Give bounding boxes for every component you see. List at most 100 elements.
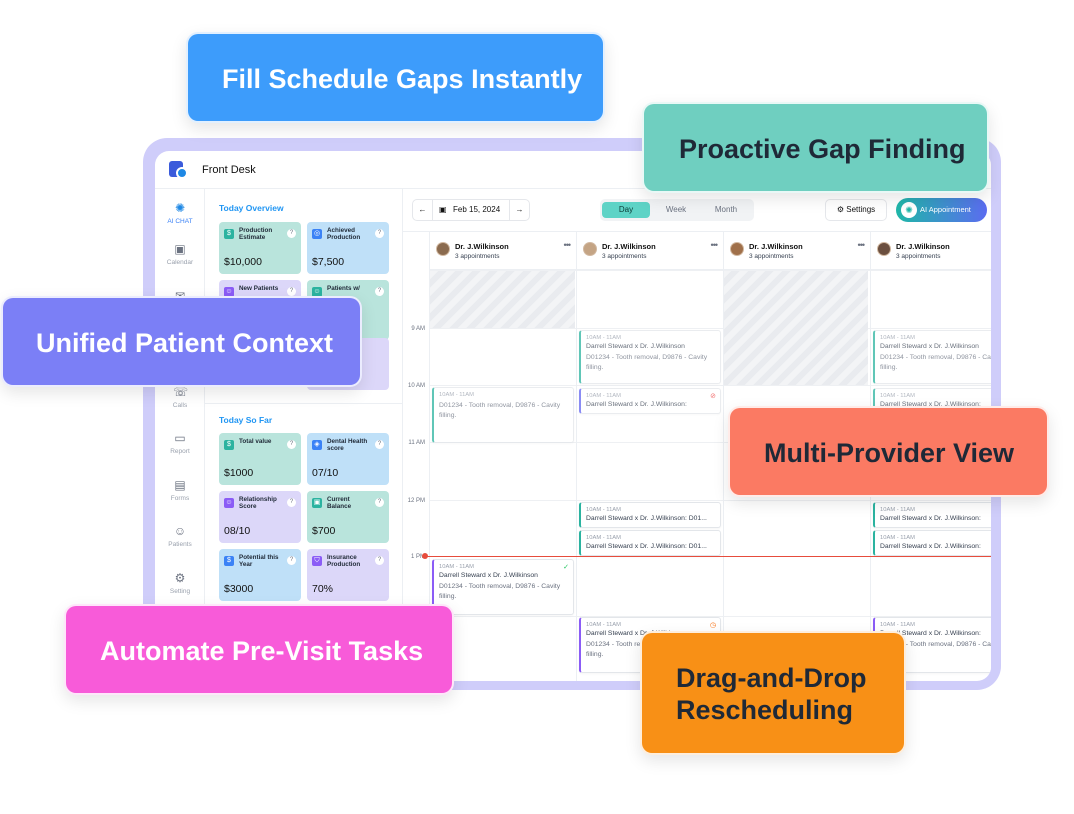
hour-line (429, 616, 991, 617)
dollar-icon: $ (224, 556, 234, 566)
nav-ai-chat[interactable]: ✺AI CHAT (155, 201, 205, 225)
view-week[interactable]: Week (665, 205, 687, 214)
stat-label: Achieved Production (327, 227, 361, 242)
more-icon[interactable]: ••• (857, 240, 866, 250)
stat-card[interactable]: $Production Estimate?$10,000 (219, 222, 301, 274)
appt-time: 10AM - 11AM (880, 507, 916, 513)
nav-forms[interactable]: ▤Forms (155, 478, 205, 502)
stat-card[interactable]: $Total value?$1000 (219, 433, 301, 485)
current-time-dot (422, 553, 428, 559)
view-month[interactable]: Month (714, 205, 738, 214)
stat-label: Potential this Year (239, 554, 279, 569)
help-icon[interactable]: ? (375, 556, 384, 565)
hour-line (429, 442, 991, 443)
help-icon[interactable]: ? (287, 556, 296, 565)
date-label[interactable]: Feb 15, 2024 (453, 205, 501, 214)
provider-name: Dr. J.Wilkinson (602, 242, 656, 251)
view-day[interactable]: Day (602, 202, 650, 218)
blocked-slot (723, 271, 868, 385)
time-label: 9 AM (411, 326, 425, 332)
stat-card[interactable]: ▣Current Balance?$700 (307, 491, 389, 543)
view-switcher: Day Week Month (600, 199, 754, 221)
stat-card[interactable]: $Potential this Year?$3000 (219, 549, 301, 601)
appt-time: 10AM - 11AM (586, 393, 622, 399)
appt-title: Darrell Steward x Dr. J.Wilkinson (586, 343, 685, 350)
stat-card[interactable]: ◎Achieved Production?$7,500 (307, 222, 389, 274)
time-column: 9 AM 10 AM 11 AM 12 PM 1 PM (403, 232, 429, 681)
nav-patients[interactable]: ☺Patients (155, 524, 205, 548)
avatar (436, 242, 450, 256)
callout-text: Multi-Provider View (764, 438, 1015, 468)
front-desk-logo-icon (169, 161, 189, 181)
nav-report[interactable]: ▭Report (155, 431, 205, 455)
more-icon[interactable]: ••• (710, 240, 719, 250)
provider-name: Dr. J.Wilkinson (455, 242, 509, 251)
gear-icon: ⚙ (836, 205, 847, 214)
ai-appointment-button[interactable]: ✺AI Appointment (896, 198, 987, 222)
appt-time: 10AM - 11AM (439, 564, 475, 570)
stat-card[interactable]: ⛉Insurance Production?70% (307, 549, 389, 601)
today-overview-title: Today Overview (219, 203, 284, 213)
stat-value: 70% (312, 583, 334, 595)
help-icon[interactable]: ? (287, 440, 296, 449)
appt-time: 10AM - 11AM (586, 622, 622, 628)
stat-label: Current Balance (327, 496, 352, 511)
clock-icon: ◷ (709, 622, 716, 629)
help-icon[interactable]: ? (375, 287, 384, 296)
calendar-icon: ▣ (439, 205, 447, 214)
appt-title: Darrell Steward x Dr. J.Wilkinson: (880, 401, 981, 408)
avatar (877, 242, 891, 256)
appt-time: 10AM - 11AM (880, 393, 916, 399)
provider-name: Dr. J.Wilkinson (749, 242, 803, 251)
smile-icon: ☺ (224, 498, 234, 508)
appt-title: Darrell Steward x Dr. J.Wilkinson: D01..… (586, 515, 707, 522)
help-icon[interactable]: ? (287, 287, 296, 296)
help-icon[interactable]: ? (287, 498, 296, 507)
appt-detail: D01234 - Tooth removal, D9876 - Cavity f… (880, 354, 991, 371)
hour-line (429, 385, 991, 386)
time-label: 10 AM (407, 383, 425, 389)
stat-card[interactable]: ◈Dental Health score?07/10 (307, 433, 389, 485)
nav-setting[interactable]: ⚙Setting (155, 571, 205, 595)
more-icon[interactable]: ••• (563, 240, 572, 250)
prev-day-button[interactable]: ← (413, 200, 433, 220)
appt-title: Darrell Steward x Dr. J.Wilkinson (880, 343, 979, 350)
next-day-button[interactable]: → (509, 200, 529, 220)
help-icon[interactable]: ? (375, 229, 384, 238)
stat-label: Total value (239, 438, 272, 445)
ai-chat-icon: ✺ (174, 201, 186, 215)
stat-card[interactable]: ☺Relationship Score?08/10 (219, 491, 301, 543)
help-icon[interactable]: ? (287, 229, 296, 238)
appt-detail: D01234 - Tooth removal, D9876 - Cavity f… (586, 354, 708, 371)
nav-calendar[interactable]: ▣Calendar (155, 242, 205, 266)
help-icon[interactable]: ? (375, 440, 384, 449)
nav-calls[interactable]: ☏Calls (155, 385, 205, 409)
date-navigator: ← ▣ Feb 15, 2024 → (412, 199, 530, 221)
callout-text: Unified Patient Context (36, 328, 334, 358)
help-icon[interactable]: ? (375, 498, 384, 507)
appt-title: Darrell Steward x Dr. J.Wilkinson (586, 630, 685, 637)
appointment-count: 3 appointments (602, 253, 647, 260)
stat-label: Insurance Production (327, 554, 361, 569)
divider (205, 403, 403, 404)
nav-label: Setting (169, 588, 191, 595)
settings-button[interactable]: ⚙ Settings (825, 199, 887, 221)
time-label: 11 AM (408, 440, 425, 446)
nav-label: Calls (172, 402, 188, 409)
stat-label: Relationship Score (239, 496, 277, 511)
callout-text-line2: Rescheduling (676, 695, 854, 725)
appt-time: 10AM - 11AM (439, 392, 475, 398)
nav-rail: ✺AI CHAT ▣Calendar ✉ ☏Calls ▭Report ▤For… (155, 189, 205, 681)
callout-unified-patient-context: Unified Patient Context (1, 296, 362, 387)
callout-text: Automate Pre-Visit Tasks (100, 636, 424, 666)
